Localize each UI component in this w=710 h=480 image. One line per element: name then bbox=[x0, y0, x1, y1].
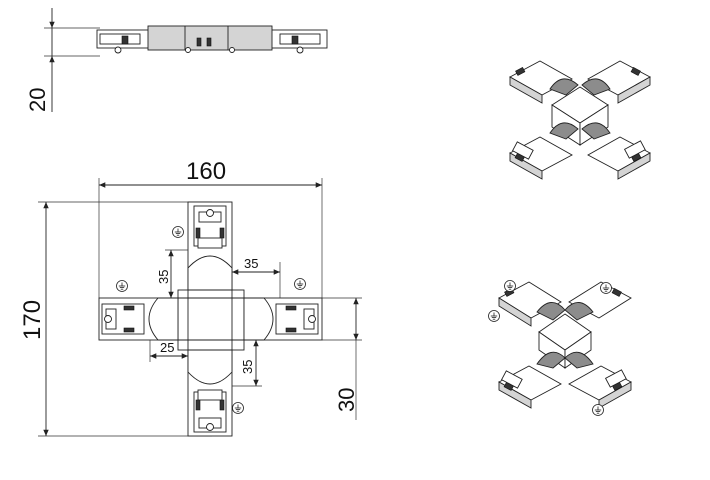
ground-symbol-icon bbox=[172, 226, 184, 238]
dimension-offset-bottom-right: 35 bbox=[240, 360, 255, 374]
x-connector-top-view bbox=[98, 201, 323, 437]
ground-symbol-icon bbox=[600, 282, 612, 294]
side-view bbox=[44, 8, 328, 112]
dimension-arm-width: 30 bbox=[334, 388, 359, 412]
ground-symbol-icon bbox=[488, 310, 500, 322]
dimension-height: 170 bbox=[19, 300, 46, 340]
dimension-offset-bottom-left: 25 bbox=[160, 340, 174, 355]
ground-symbol-icon bbox=[592, 404, 604, 416]
dimension-offset-top-left: 35 bbox=[156, 270, 171, 284]
ground-symbol-icon bbox=[504, 280, 516, 292]
dimension-width: 160 bbox=[186, 158, 226, 185]
ground-symbol-icon bbox=[294, 278, 306, 290]
ground-symbol-icon bbox=[232, 402, 244, 414]
ground-symbol-icon bbox=[116, 280, 128, 292]
dimension-thickness: 20 bbox=[25, 88, 50, 112]
dimension-offset-top-right: 35 bbox=[244, 256, 258, 271]
isometric-view-top bbox=[509, 60, 651, 180]
isometric-view-bottom bbox=[498, 281, 632, 409]
